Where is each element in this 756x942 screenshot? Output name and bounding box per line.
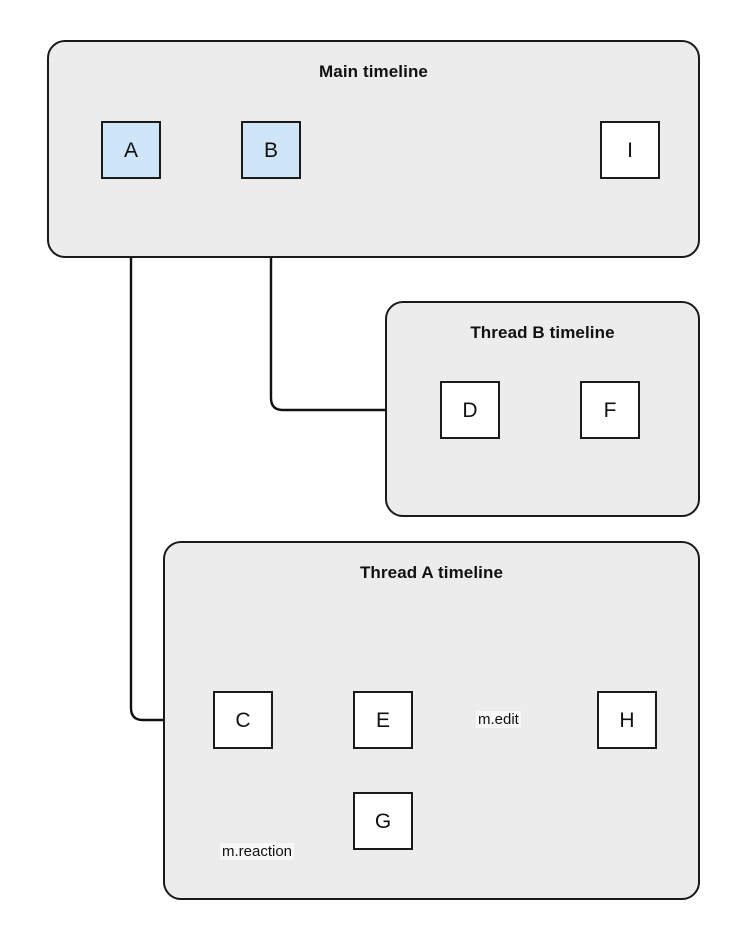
node-h[interactable]: H <box>597 691 657 749</box>
node-c[interactable]: C <box>213 691 273 749</box>
node-a[interactable]: A <box>101 121 161 179</box>
node-b[interactable]: B <box>241 121 301 179</box>
edge-label-m-edit: m.edit <box>476 711 521 729</box>
node-i[interactable]: I <box>600 121 660 179</box>
panel-main-timeline-title: Main timeline <box>319 62 428 81</box>
node-e[interactable]: E <box>353 691 413 749</box>
edge-d-to-b <box>260 181 440 412</box>
node-g[interactable]: G <box>353 792 413 850</box>
edge-c-to-a <box>120 181 213 722</box>
edge-label-m-reaction: m.reaction <box>220 843 295 861</box>
panel-main-timeline: Main timeline <box>47 40 700 258</box>
panel-thread-b-timeline-title: Thread B timeline <box>470 323 615 342</box>
node-f[interactable]: F <box>580 381 640 439</box>
panel-thread-b-timeline: Thread B timeline <box>385 301 700 517</box>
node-d[interactable]: D <box>440 381 500 439</box>
panel-thread-a-timeline-title: Thread A timeline <box>359 563 504 582</box>
